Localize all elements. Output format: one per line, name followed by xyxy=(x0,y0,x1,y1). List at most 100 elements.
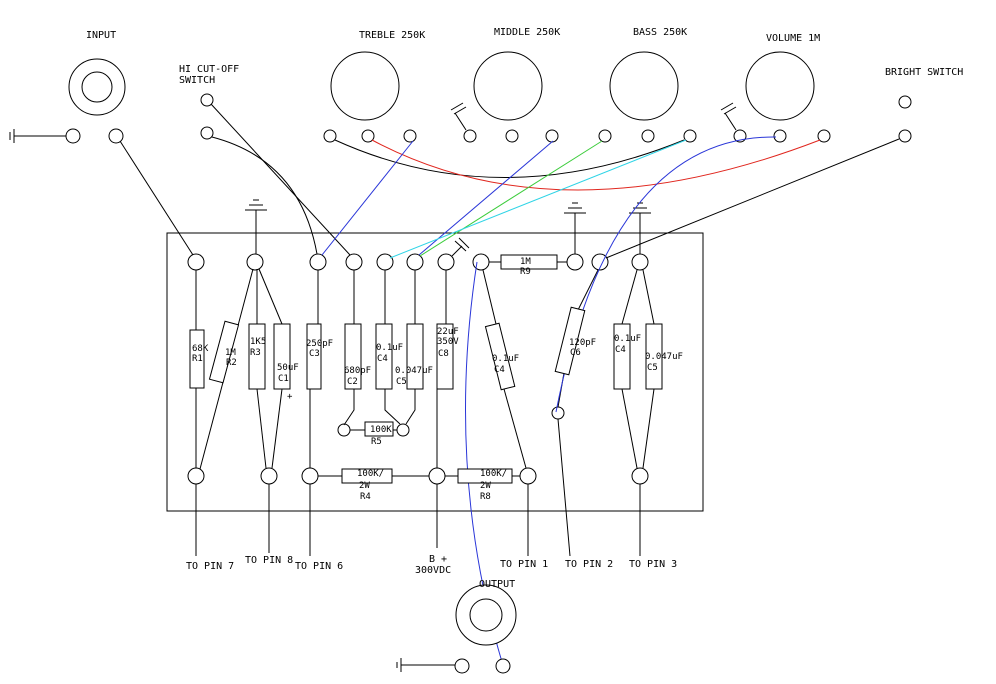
c3-capacitor: 250pF C3 xyxy=(306,323,333,390)
c4a-value: 0.1uF xyxy=(376,343,403,353)
c5a-capacitor: 0.047uF C5 xyxy=(395,323,433,390)
c4a-ref: C4 xyxy=(377,354,388,364)
volume-lug-3 xyxy=(817,129,831,143)
c3-ref: C3 xyxy=(309,349,320,359)
bass-lug-2 xyxy=(641,129,655,143)
middle-ground-symbol xyxy=(450,102,467,131)
r9-value: 1M xyxy=(520,257,531,267)
c4c-capacitor: 0.1uF C4 xyxy=(613,323,641,390)
c5a-ref: C5 xyxy=(396,377,407,387)
c8-voltage: 350V xyxy=(437,337,459,347)
c4b-ref: C4 xyxy=(494,365,505,375)
c2-ref: C2 xyxy=(347,377,358,387)
eyelet-r5-left xyxy=(337,423,351,437)
eyelet-bottom-3 xyxy=(301,467,319,485)
volume-pot: VOLUME 1M xyxy=(745,33,820,121)
input-label: INPUT xyxy=(86,30,116,41)
r2-resistor: 1M R2 xyxy=(208,320,240,384)
r5-value: 100K xyxy=(370,425,392,435)
output-label: OUTPUT xyxy=(479,579,515,590)
r2-ref: R2 xyxy=(226,358,237,368)
r4-power: 2W xyxy=(359,481,370,491)
c4a-capacitor: 0.1uF C4 xyxy=(375,323,403,390)
input-sleeve-lug xyxy=(65,128,81,144)
r8-ref: R8 xyxy=(480,492,491,502)
r3-value: 1K5 xyxy=(250,337,266,347)
pin6-label: TO PIN 6 xyxy=(295,561,343,572)
blue-wire-treble xyxy=(321,140,414,256)
r4-value: 100K/ xyxy=(357,469,384,479)
volume-lug-1 xyxy=(733,129,747,143)
pin3-label: TO PIN 3 xyxy=(629,559,677,570)
hi-cut-label-line1: HI CUT-OFF xyxy=(179,64,239,75)
c5b-value: 0.047uF xyxy=(645,352,683,362)
r4-ref: R4 xyxy=(360,492,371,502)
eyelet-top-2 xyxy=(246,253,264,271)
c5a-value: 0.047uF xyxy=(395,366,433,376)
hi-cut-lug-top xyxy=(200,93,214,107)
eyelet-r5-right xyxy=(396,423,410,437)
bass-pot: BASS 250K xyxy=(609,27,687,121)
eyelet-bottom-1 xyxy=(187,467,205,485)
r3-resistor: 1K5 R3 xyxy=(248,323,266,390)
c4b-value: 0.1uF xyxy=(492,354,519,364)
r3-ref: R3 xyxy=(250,348,261,358)
bright-lug-top xyxy=(898,95,912,109)
middle-lug-1 xyxy=(463,129,477,143)
r2-value: 1M xyxy=(225,348,236,358)
hi-cut-label-line2: SWITCH xyxy=(179,75,215,86)
treble-label: TREBLE 250K xyxy=(359,30,425,41)
middle-pot: MIDDLE 250K xyxy=(473,27,560,121)
cyan-wire xyxy=(389,139,687,259)
eyelet-top-9 xyxy=(566,253,584,271)
eyelet-bottom-6 xyxy=(631,467,649,485)
green-wire xyxy=(419,140,603,257)
input-tip-lug xyxy=(108,128,124,144)
eyelet-board xyxy=(166,232,704,512)
c3-value: 250pF xyxy=(306,339,333,349)
eyelet-top-7 xyxy=(437,253,455,271)
r1-resistor: 68K R1 xyxy=(189,329,209,389)
middle-label: MIDDLE 250K xyxy=(494,27,560,38)
c1-ref: C1 xyxy=(278,374,289,384)
eyelet-top-8 xyxy=(472,253,490,271)
r4-resistor: 100K/ 2W R4 xyxy=(341,468,393,502)
eyelet-c6-bottom xyxy=(551,406,565,420)
c4c-ref: C4 xyxy=(615,345,626,355)
input-jack: INPUT xyxy=(68,30,126,116)
blue-wire-middle xyxy=(418,140,554,256)
c1-polarity: + xyxy=(287,392,293,402)
eyelet-top-5 xyxy=(376,253,394,271)
volume-lug-2 xyxy=(773,129,787,143)
eyelet-top-3 xyxy=(309,253,327,271)
r9-ref: R9 xyxy=(520,267,531,277)
c8-ground-symbol xyxy=(451,237,470,257)
bass-label: BASS 250K xyxy=(633,27,687,38)
treble-lug-2 xyxy=(361,129,375,143)
pin1-label: TO PIN 1 xyxy=(500,559,548,570)
c6-ref: C6 xyxy=(570,348,581,358)
eyelet-top-4 xyxy=(345,253,363,271)
treble-pot: TREBLE 250K xyxy=(330,30,425,121)
board-ground-symbol-3 xyxy=(629,202,651,254)
board-ground-symbol-2 xyxy=(564,202,586,254)
eyelet-top-11 xyxy=(631,253,649,271)
eyelet-bottom-2 xyxy=(260,467,278,485)
c8-ref: C8 xyxy=(438,349,449,359)
c5b-capacitor: 0.047uF C5 xyxy=(645,323,683,390)
eyelet-bottom-4 xyxy=(428,467,446,485)
eyelet-top-1 xyxy=(187,253,205,271)
output-sleeve-lug xyxy=(454,658,470,674)
eyelet-top-6 xyxy=(406,253,424,271)
output-ground-symbol xyxy=(396,658,455,672)
c4b-capacitor: 0.1uF C4 xyxy=(484,322,519,391)
r9-resistor: 1M R9 xyxy=(500,254,558,277)
eyelet-bottom-5 xyxy=(519,467,537,485)
c5b-ref: C5 xyxy=(647,363,658,373)
pin2-label: TO PIN 2 xyxy=(565,559,613,570)
bass-lug-3 xyxy=(683,129,697,143)
red-wire xyxy=(371,139,821,191)
bass-lug-1 xyxy=(598,129,612,143)
treble-lug-3 xyxy=(403,129,417,143)
c4c-value: 0.1uF xyxy=(614,334,641,344)
